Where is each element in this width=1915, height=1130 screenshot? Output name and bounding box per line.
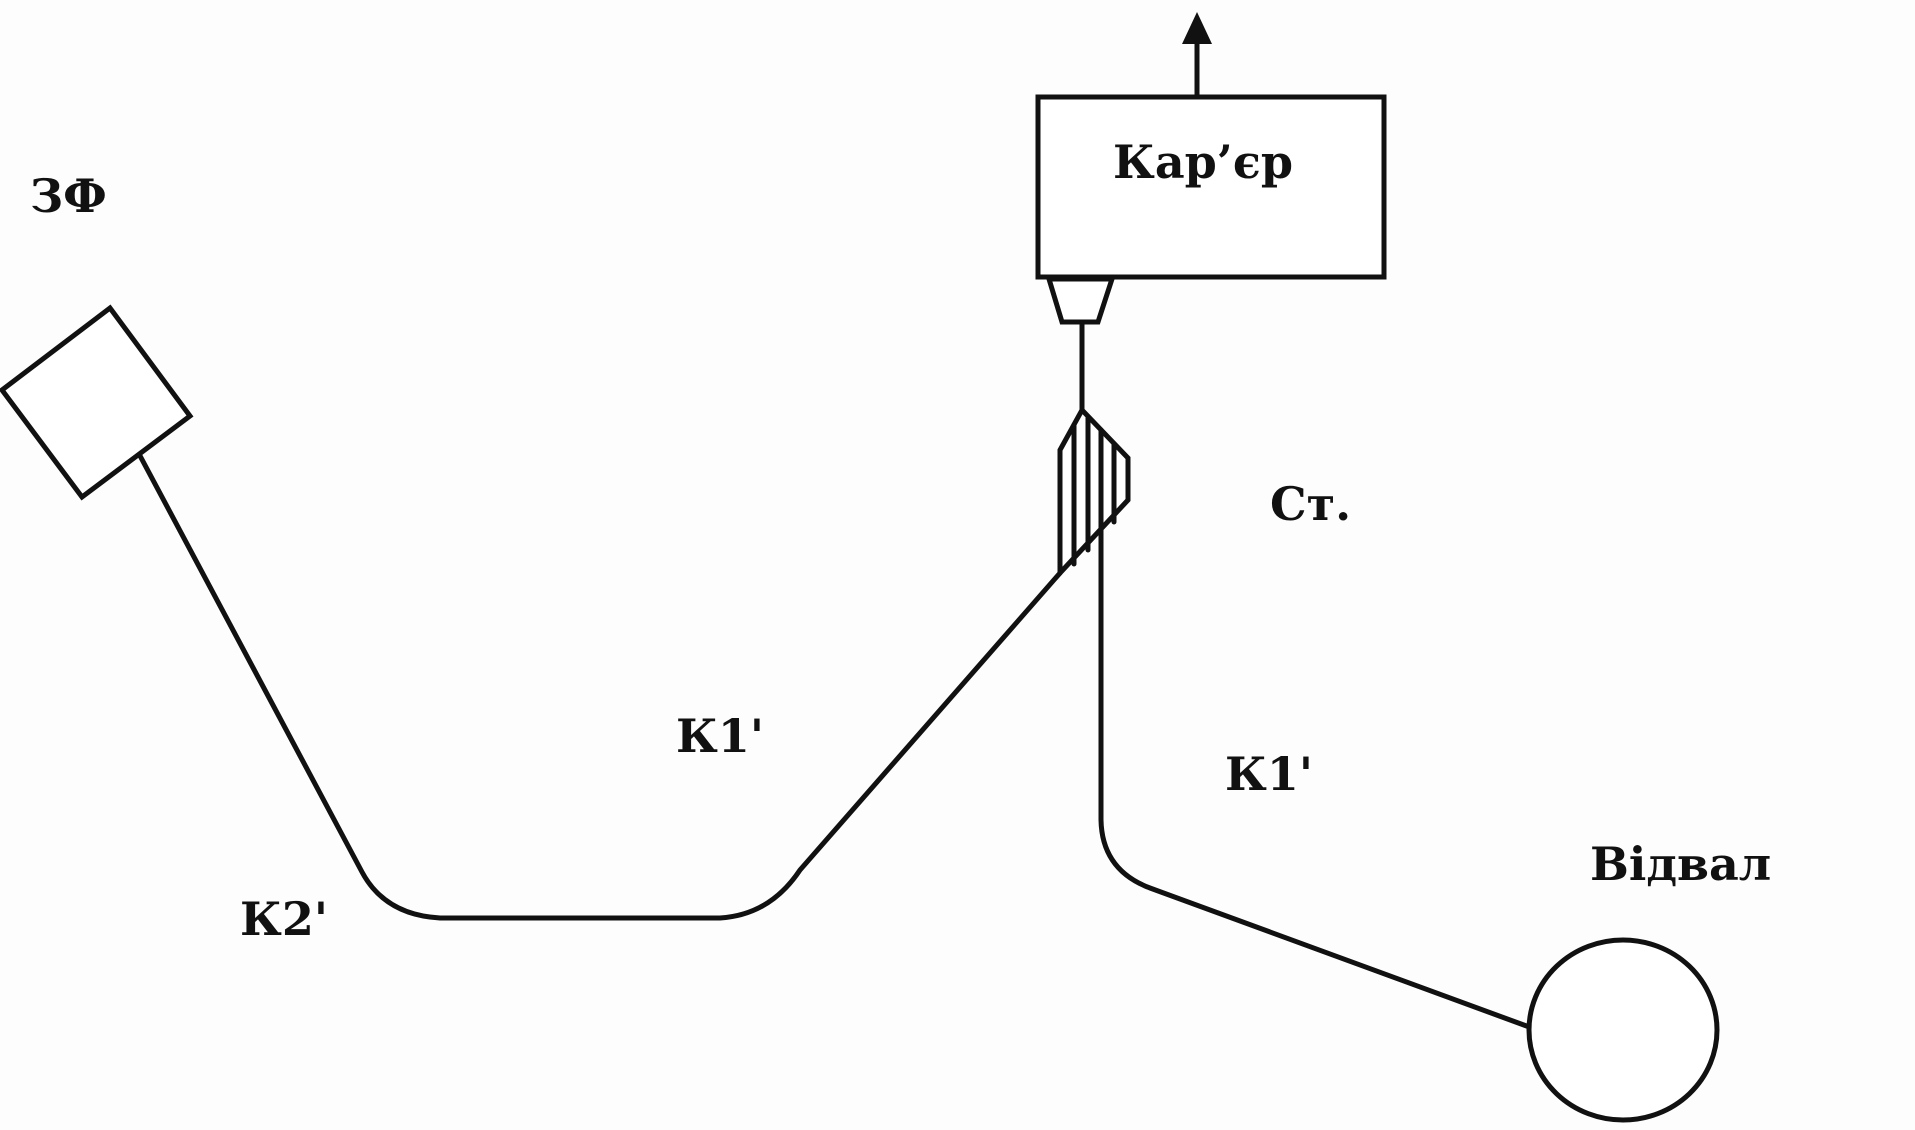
zf-square xyxy=(0,304,194,501)
station-switch xyxy=(1057,405,1131,580)
zf-label: ЗФ xyxy=(30,169,107,223)
export-arrow xyxy=(1182,12,1212,100)
k1-left-label: К1' xyxy=(676,709,764,763)
dump-label: Відвал xyxy=(1590,837,1771,891)
station-label: Ст. xyxy=(1270,477,1351,531)
quarry-label: Кар’єр xyxy=(1113,135,1293,189)
hopper xyxy=(1045,276,1116,325)
k2-label: К2' xyxy=(240,892,328,946)
line-k1-left xyxy=(135,449,1063,921)
k1-right-label: К1' xyxy=(1225,747,1313,801)
line-k1-right xyxy=(1098,517,1535,1031)
quarry-box xyxy=(1035,94,1387,280)
dump-circle xyxy=(1526,937,1720,1123)
